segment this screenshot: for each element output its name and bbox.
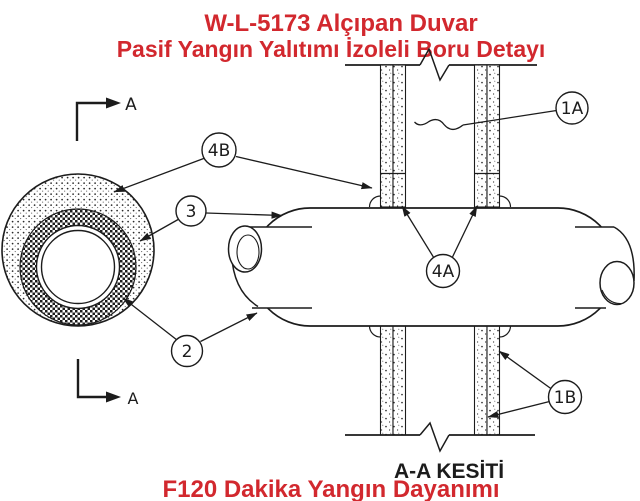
callout-4a: 4A bbox=[425, 253, 461, 289]
callout-3-circle bbox=[175, 195, 207, 227]
callout-2: 2 bbox=[170, 334, 204, 368]
callout-1a-circle bbox=[555, 91, 589, 125]
callout-1a: 1A bbox=[555, 91, 589, 125]
callout-bubbles: 4B 3 2 4A 1A 1B bbox=[170, 91, 589, 415]
callout-4a-label: 4A bbox=[432, 262, 455, 282]
gypsum-board-top-left-outer bbox=[379, 64, 394, 208]
leader-4a-left bbox=[401, 205, 435, 259]
callout-3: 3 bbox=[175, 195, 207, 227]
leader-2-right bbox=[200, 312, 258, 343]
drawing-title-line1: W-L-5173 Alçıpan Duvar bbox=[204, 10, 477, 37]
pipe-left-bore bbox=[236, 234, 260, 270]
wall-top bbox=[345, 47, 537, 208]
section-title: A-A KESİTİ bbox=[394, 460, 504, 483]
callout-3-label: 3 bbox=[186, 202, 197, 222]
leader-4b-right bbox=[235, 155, 373, 190]
leader-4b-left bbox=[113, 157, 206, 193]
sealant-fillet-bottom bbox=[368, 325, 512, 338]
callout-1b-label: 1B bbox=[554, 388, 576, 408]
section-marker-top-label: A bbox=[125, 95, 137, 115]
callout-4a-circle bbox=[425, 253, 461, 289]
leader-1b-upper bbox=[498, 350, 552, 390]
sealant-fillet-top bbox=[368, 195, 512, 208]
section-arrow-bottom-icon bbox=[106, 391, 121, 403]
callout-1b: 1B bbox=[547, 379, 583, 415]
callout-2-label: 2 bbox=[182, 342, 193, 362]
section-marker-bottom-label: A bbox=[128, 389, 139, 408]
callout-2-circle bbox=[170, 334, 204, 368]
gypsum-board-bottom-left-inner bbox=[392, 324, 407, 436]
wall-bottom-break-symbol bbox=[419, 421, 450, 453]
gypsum-board-bottom-left-outer bbox=[379, 324, 394, 436]
pipe-right-end-cap bbox=[599, 260, 635, 306]
pipe-bore-circle bbox=[40, 229, 116, 305]
leader-4a-right bbox=[451, 205, 478, 258]
fire-rating-note: F120 Dakika Yangın Dayanımı bbox=[162, 476, 499, 501]
leader-3-left bbox=[139, 218, 180, 242]
pipe-right-body-curve bbox=[613, 226, 635, 282]
callout-1a-label: 1A bbox=[561, 99, 584, 119]
leader-1b-lower bbox=[487, 400, 550, 418]
leader-1a-squiggle bbox=[414, 118, 464, 131]
wall-top-break-symbol bbox=[419, 47, 450, 82]
callout-4b-circle bbox=[201, 132, 237, 168]
section-arrow-top-icon bbox=[106, 97, 121, 109]
drawing-title-line2: Pasif Yangın Yalıtımı İzoleli Boru Detay… bbox=[117, 36, 546, 62]
callout-4b: 4B bbox=[201, 132, 237, 168]
gypsum-board-top-right-outer bbox=[486, 64, 501, 208]
section-cut-line-top bbox=[75, 101, 106, 141]
gypsum-board-top-left-inner bbox=[392, 64, 407, 208]
leader-1a-line bbox=[462, 109, 557, 126]
pipe-right-end bbox=[575, 226, 635, 309]
leader-2-left bbox=[122, 297, 178, 341]
section-marker-bottom: A bbox=[76, 359, 139, 408]
gypsum-board-bottom-right-inner bbox=[473, 324, 488, 436]
pipe-cross-section bbox=[1, 173, 155, 327]
pipe-right-wall-arc bbox=[601, 289, 622, 305]
leader-3-right bbox=[205, 211, 283, 219]
section-cut-line-bottom bbox=[76, 359, 106, 399]
callout-1b-circle bbox=[547, 379, 583, 415]
gypsum-board-top-right-inner bbox=[473, 64, 488, 208]
pipe-left-end bbox=[227, 225, 312, 309]
callout-4b-label: 4B bbox=[208, 141, 230, 161]
gypsum-board-bottom-right-outer bbox=[486, 324, 501, 436]
leader-lines bbox=[113, 109, 557, 418]
section-marker-top: A bbox=[75, 95, 137, 141]
